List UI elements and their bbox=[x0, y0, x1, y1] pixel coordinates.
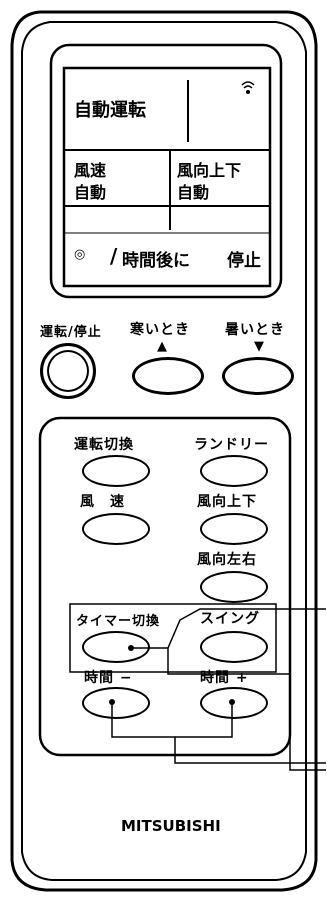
lcd-fan-value: 自動 bbox=[74, 183, 107, 202]
lcd-timer-action: 停止 bbox=[227, 251, 261, 271]
vane-up-down-button[interactable] bbox=[200, 513, 268, 545]
time-down-button-label: 時間 − bbox=[84, 670, 133, 686]
time-down-button[interactable] bbox=[82, 687, 150, 719]
timer-mode-button[interactable] bbox=[82, 631, 150, 663]
timer-mode-button-label: タイマー切換 bbox=[76, 614, 161, 629]
brand-logo: MITSUBISHI bbox=[121, 817, 221, 835]
lcd-fan-label: 風速 bbox=[74, 161, 107, 180]
warm-button-label: 暑いとき bbox=[225, 322, 285, 338]
mode-button[interactable] bbox=[82, 455, 150, 487]
lcd-mode-label: 自動運転 bbox=[74, 100, 146, 121]
timer-clock-icon: ◎ bbox=[74, 247, 86, 262]
swing-button[interactable] bbox=[200, 631, 268, 663]
fan-button-label: 風 速 bbox=[80, 494, 125, 510]
power-button[interactable] bbox=[40, 343, 96, 399]
vane-lr-button-label: 風向左右 bbox=[197, 552, 257, 568]
lcd-timer-hours: / bbox=[110, 244, 118, 268]
cool-button[interactable] bbox=[132, 357, 204, 395]
vane-ud-button-label: 風向上下 bbox=[197, 494, 257, 510]
power-button-label: 運転/停止 bbox=[40, 325, 102, 340]
signal-icon bbox=[240, 80, 256, 96]
warm-button[interactable] bbox=[222, 357, 294, 395]
swing-button-label: スイング bbox=[200, 611, 260, 627]
fan-speed-button[interactable] bbox=[82, 513, 150, 545]
mode-button-label: 運転切換 bbox=[74, 437, 134, 453]
lcd-vane-label: 風向上下 bbox=[177, 161, 242, 180]
time-up-button[interactable] bbox=[200, 687, 268, 719]
laundry-button-label: ランドリー bbox=[194, 437, 269, 453]
cool-button-label: 寒いとき bbox=[130, 322, 190, 338]
lcd-vane-value: 自動 bbox=[177, 183, 210, 202]
vane-left-right-button[interactable] bbox=[200, 571, 268, 603]
warm-arrow-icon: ▼ bbox=[254, 339, 265, 354]
time-up-button-label: 時間 + bbox=[200, 670, 249, 686]
cool-arrow-icon: ▲ bbox=[157, 339, 168, 354]
lcd-timer-text: 時間後に bbox=[122, 251, 190, 271]
laundry-button[interactable] bbox=[200, 455, 268, 487]
